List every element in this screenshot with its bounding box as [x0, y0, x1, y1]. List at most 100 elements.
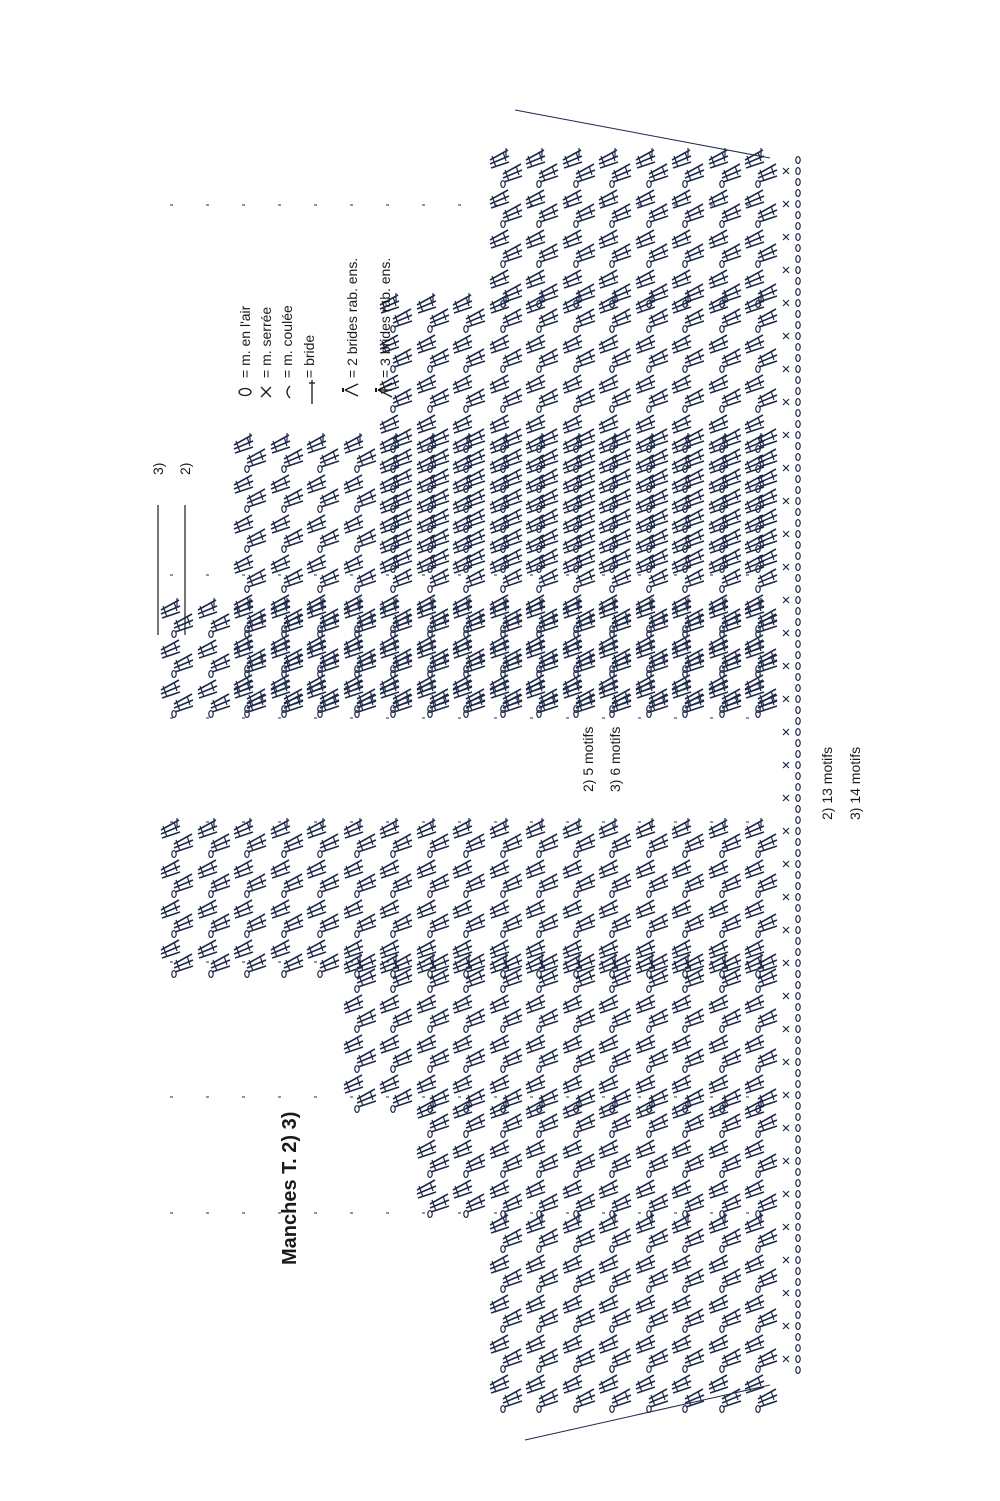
stitch-fan	[709, 1075, 728, 1093]
chain-stitch	[464, 666, 468, 673]
stitch-fan	[490, 190, 509, 208]
base-chain	[796, 1279, 800, 1286]
stitch-fan	[649, 164, 668, 182]
stitch-fan	[453, 995, 472, 1013]
stitch-fan	[612, 834, 631, 852]
chain-stitch	[501, 406, 505, 413]
stitch-fan	[672, 1255, 691, 1273]
stitch-fan	[649, 874, 668, 892]
chain-stitch	[574, 891, 578, 898]
stitch-fan	[599, 860, 618, 878]
chain-stitch	[464, 366, 468, 373]
stitch-fan	[503, 1389, 522, 1407]
base-single-crochet	[783, 168, 789, 174]
stitch-fan	[599, 1035, 618, 1053]
chain-stitch	[720, 1326, 724, 1333]
base-chain	[796, 575, 800, 582]
stitch-fan	[576, 349, 595, 367]
stitch-fan	[709, 1375, 728, 1393]
chain-stitch	[428, 986, 432, 993]
base-single-crochet	[783, 333, 789, 339]
chain-stitch	[172, 851, 176, 858]
stitch-fan	[758, 1269, 777, 1287]
stitch-fan	[393, 349, 412, 367]
stitch-fan	[563, 190, 582, 208]
base-chain	[796, 267, 800, 274]
chain-stitch	[245, 666, 249, 673]
chain-stitch	[756, 221, 760, 228]
stitch-fan	[490, 1335, 509, 1353]
chain-stitch	[574, 851, 578, 858]
stitch-fan	[745, 375, 764, 393]
base-chain	[796, 795, 800, 802]
stitch-fan	[357, 449, 376, 467]
chain-stitch	[391, 586, 395, 593]
chain-stitch	[464, 626, 468, 633]
stitch-fan	[453, 860, 472, 878]
base-chain	[796, 971, 800, 978]
base-chain	[796, 1257, 800, 1264]
stitch-fan	[526, 1255, 545, 1273]
chain-stitch	[574, 1406, 578, 1413]
chain-stitch	[391, 1066, 395, 1073]
edge-shaping	[515, 110, 770, 158]
base-single-crochet	[783, 1059, 789, 1065]
stitch-fan	[709, 1335, 728, 1353]
base-chain	[796, 1246, 800, 1253]
stitch-fan	[599, 1295, 618, 1313]
stitch-fan	[709, 1295, 728, 1313]
stitch-fan	[636, 1255, 655, 1273]
stitch-fan	[636, 415, 655, 433]
stitch-fan	[672, 1180, 691, 1198]
chain-stitch	[355, 706, 359, 713]
base-chain	[796, 1356, 800, 1363]
base-chain	[796, 1202, 800, 1209]
base-chain	[796, 718, 800, 725]
stitch-fan	[430, 349, 449, 367]
chain-stitch	[756, 666, 760, 673]
stitch-fan	[612, 1009, 631, 1027]
chain-stitch	[537, 221, 541, 228]
chain-stitch	[720, 931, 724, 938]
stitch-fan	[709, 1180, 728, 1198]
base-chain	[796, 245, 800, 252]
stitch-fan	[526, 270, 545, 288]
stitch-fan	[636, 375, 655, 393]
base-chain	[796, 355, 800, 362]
stitch-fan	[526, 1375, 545, 1393]
chain-stitch	[391, 891, 395, 898]
chain-stitch	[756, 1286, 760, 1293]
chain-stitch	[574, 1286, 578, 1293]
stitch-fan	[417, 1180, 436, 1198]
base-chain	[796, 784, 800, 791]
chain-stitch	[537, 1246, 541, 1253]
stitch-fan	[503, 569, 522, 587]
stitch-fan	[539, 1349, 558, 1367]
chain-stitch	[318, 851, 322, 858]
base-chain	[796, 256, 800, 263]
chain-stitch	[537, 366, 541, 373]
stitch-fan	[612, 1114, 631, 1132]
base-chain	[796, 817, 800, 824]
chain-stitch	[720, 1406, 724, 1413]
base-single-crochet	[783, 300, 789, 306]
chain-stitch	[501, 1026, 505, 1033]
stitch-fan	[417, 1035, 436, 1053]
stitch-fan	[539, 1114, 558, 1132]
base-chain	[796, 773, 800, 780]
stitch-fan	[722, 1049, 741, 1067]
stitch-fan	[466, 1114, 485, 1132]
stitch-fan	[430, 569, 449, 587]
chain-stitch	[245, 971, 249, 978]
chain-stitch	[428, 1211, 432, 1218]
stitch-fan	[174, 874, 193, 892]
chain-stitch	[391, 851, 395, 858]
chain-stitch	[756, 971, 760, 978]
stitch-fan	[636, 1375, 655, 1393]
base-chain	[796, 696, 800, 703]
stitch-fan	[539, 569, 558, 587]
stitch-fan	[174, 694, 193, 712]
stitch-fan	[758, 1389, 777, 1407]
chain-stitch	[610, 181, 614, 188]
chain-stitch	[574, 326, 578, 333]
